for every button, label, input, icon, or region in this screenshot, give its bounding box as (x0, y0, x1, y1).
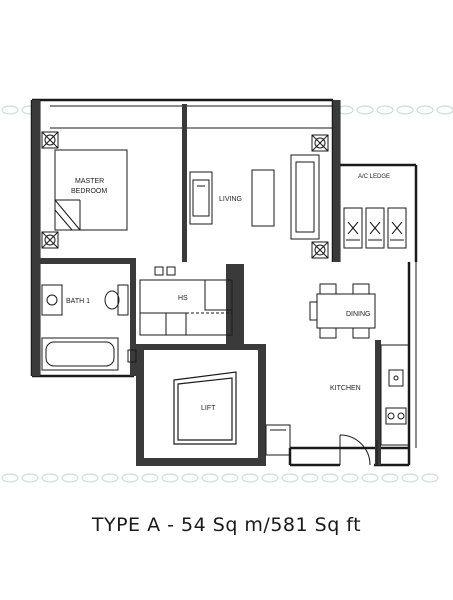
structural-walls (32, 100, 381, 466)
dining-table (309, 283, 376, 339)
ac-units (343, 207, 407, 249)
corner-columns (41, 131, 329, 259)
master-bed (54, 149, 128, 231)
kitchen-label: KITCHEN (330, 385, 361, 392)
bath-fixtures (41, 284, 137, 371)
lift-shaft (173, 371, 237, 445)
bath-label: BATH 1 (66, 298, 90, 305)
kitchen-counter (380, 344, 410, 446)
master-bedroom-label-2: BEDROOM (71, 188, 107, 195)
dining-label: DINING (346, 311, 371, 318)
hs-room (139, 266, 233, 336)
ac-ledge-label: A/C LEDGE (358, 174, 390, 180)
master-bedroom-label-1: MASTER (75, 178, 104, 185)
exterior-walls (30, 98, 418, 467)
lift-label: LIFT (201, 405, 216, 412)
hs-label: HS (178, 295, 188, 302)
entrance-door (339, 434, 378, 466)
living-label: LIVING (219, 196, 242, 203)
unit-type-caption: TYPE A - 54 Sq m/581 Sq ft (91, 514, 362, 536)
living-furniture (189, 154, 320, 240)
watermark-band-top (1, 105, 453, 115)
lobby-walls (265, 424, 291, 456)
watermark-band-bottom (1, 473, 439, 483)
